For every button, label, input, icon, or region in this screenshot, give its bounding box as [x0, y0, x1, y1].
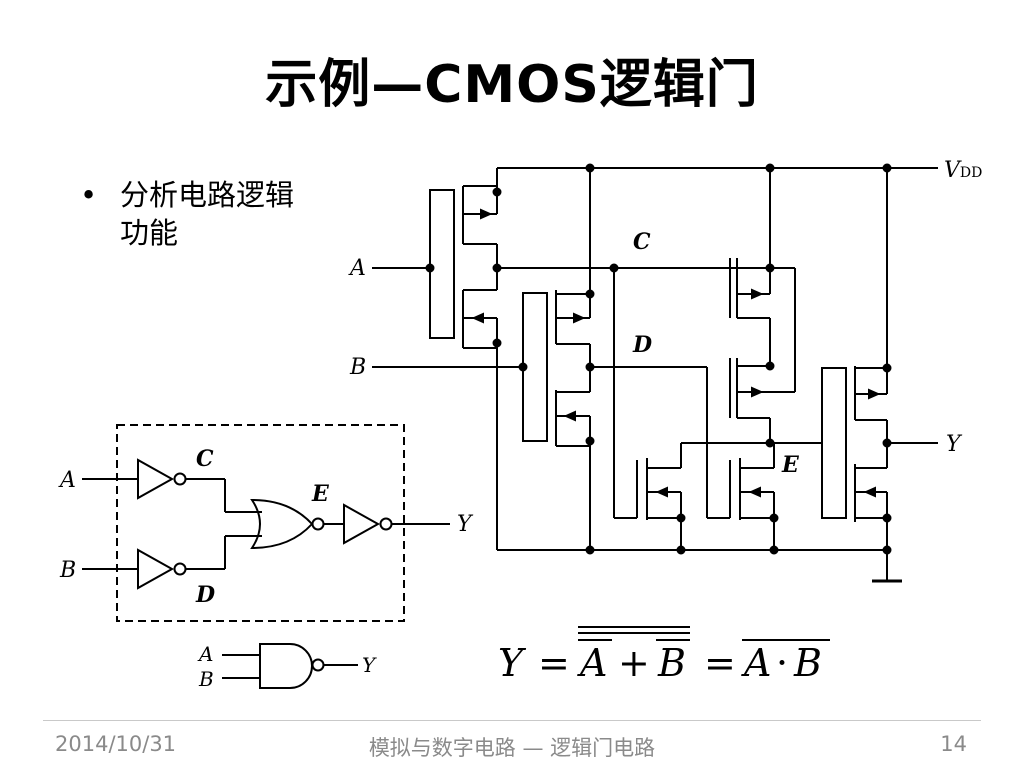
nand-output-y: Y: [362, 653, 377, 677]
output-inverter-symbol: [343, 503, 450, 545]
inverter-a-symbol: [82, 458, 262, 513]
schematic-node-e: E: [781, 452, 800, 478]
footer-course-title: 模拟与数字电路 — 逻辑门电路: [368, 736, 656, 760]
bullet-text-line2: 功能: [120, 216, 179, 250]
footer-divider: [43, 720, 981, 721]
schematic-input-b: B: [349, 355, 366, 380]
logic-node-d: D: [195, 582, 215, 608]
schematic-labels: VDD A B C D E Y: [348, 158, 982, 478]
gate-loop-a: [429, 189, 455, 339]
schematic-node-d: D: [632, 332, 652, 358]
nor-pmos-series: [729, 163, 796, 443]
output-inverter-transistors: [821, 163, 938, 555]
eq-term-b2: B: [793, 641, 822, 685]
eq-plus: +: [618, 641, 650, 685]
nand-labels: A B Y: [197, 642, 377, 691]
eq-term-b1: B: [657, 641, 686, 685]
inverter-a-transistors: [372, 168, 770, 550]
footer-date: 2014/10/31: [55, 732, 177, 756]
eq-lhs-y: Y: [498, 641, 527, 685]
eq-sign-2: =: [704, 641, 736, 685]
eq-sign-1: =: [538, 641, 570, 685]
logic-diagram: [82, 424, 450, 622]
gate-loop-e: [821, 367, 847, 519]
bullet-list: • 分析电路逻辑 功能: [80, 176, 350, 252]
logic-node-c: C: [196, 446, 214, 472]
nor-gate-symbol: [250, 498, 344, 550]
nor-nmos-parallel: [613, 268, 822, 555]
inverter-b-transistors: [372, 163, 707, 555]
bullet-item: • 分析电路逻辑 功能: [80, 176, 350, 252]
logic-node-e: E: [311, 481, 330, 507]
schematic-output-y: Y: [946, 432, 963, 457]
logic-input-b: B: [59, 558, 76, 583]
eq-term-a1: A: [577, 641, 607, 685]
cmos-schematic: [372, 163, 938, 583]
vdd-label: VDD: [944, 158, 982, 183]
nand-input-a: A: [197, 642, 213, 666]
logic-input-a: A: [58, 468, 76, 493]
logic-output-y: Y: [457, 512, 474, 537]
bullet-text-line1: 分析电路逻辑: [120, 178, 295, 212]
schematic-node-c: C: [633, 229, 651, 255]
junction-dot: [425, 263, 435, 273]
bullet-dot-icon: •: [80, 178, 98, 212]
eq-dot: ·: [776, 641, 788, 685]
schematic-input-a: A: [348, 256, 366, 281]
eq-term-a2: A: [741, 641, 771, 685]
nand-input-b: B: [198, 667, 214, 691]
footer-page-number: 14: [940, 732, 967, 756]
logic-diagram-labels: A B C D E Y: [58, 446, 474, 608]
slide-title: 示例—CMOS逻辑门: [265, 55, 759, 115]
nand-gate-symbol: [222, 643, 358, 689]
boolean-equation: Y = A + B = A · B: [498, 626, 830, 685]
inverter-b-symbol: [82, 535, 262, 590]
